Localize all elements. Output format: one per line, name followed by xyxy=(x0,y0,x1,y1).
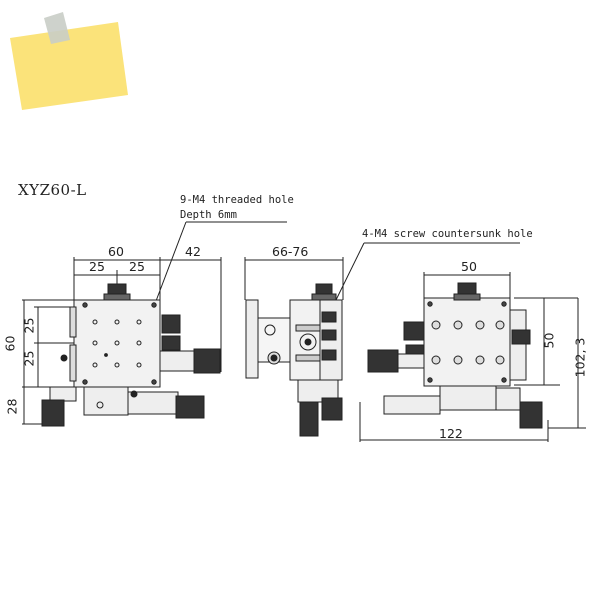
dim-right-width: 122 xyxy=(439,426,463,441)
front-view xyxy=(22,221,287,427)
dim-left-upper: 25 xyxy=(21,317,37,334)
top-view xyxy=(359,272,586,442)
dim-top-width: 60 xyxy=(108,244,124,259)
threaded-hole-line1: 9-M4 threaded hole xyxy=(180,194,294,206)
dim-side-range: 66-76 xyxy=(272,244,309,259)
dim-right-side: 50 xyxy=(541,332,557,349)
threaded-hole-note: 9-M4 threaded hole Depth 6mm xyxy=(180,193,294,223)
dim-left-lower: 25 xyxy=(21,350,37,367)
side-view xyxy=(244,242,520,437)
dim-right-top: 50 xyxy=(461,259,477,274)
dim-top-right-offset: 42 xyxy=(185,244,201,259)
dim-top-half-right: 25 xyxy=(129,259,145,274)
model-label: XYZ60-L xyxy=(18,181,87,199)
countersunk-note: 4-M4 screw countersunk hole xyxy=(362,228,533,240)
sticky-note xyxy=(10,12,128,110)
dim-top-half-left: 25 xyxy=(89,259,105,274)
dim-left-bottom: 28 xyxy=(4,398,20,415)
dim-left-height: 60 xyxy=(2,335,18,352)
dim-right-total-height: 102, 3 xyxy=(572,337,588,378)
tape-icon xyxy=(44,12,70,44)
threaded-hole-line2: Depth 6mm xyxy=(180,209,237,221)
